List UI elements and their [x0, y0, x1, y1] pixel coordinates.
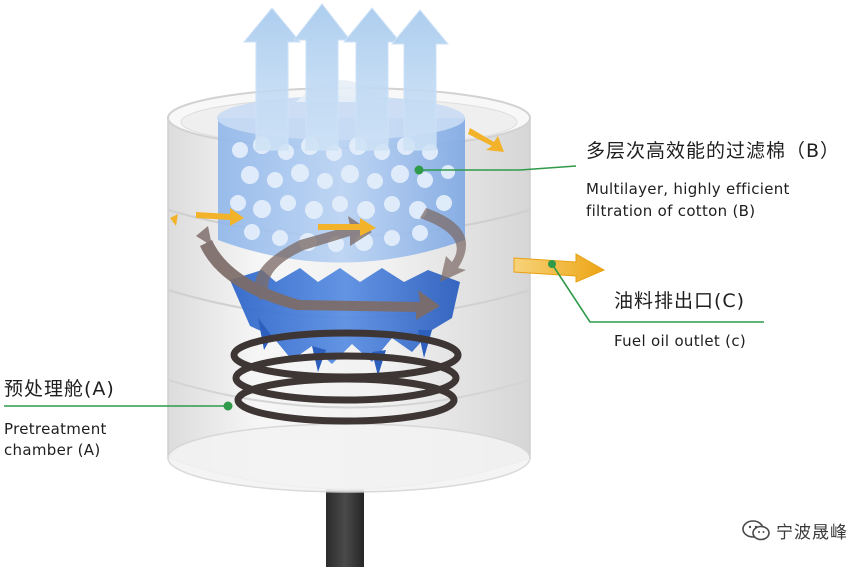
watermark-text: 宁波晟峰 [776, 523, 848, 543]
label-pretreatment-chamber-en-line1: Pretreatment [4, 420, 107, 438]
heating-coil [230, 329, 462, 425]
leader-dots [223, 165, 556, 411]
oil-flow-arrows [170, 128, 504, 236]
outlet-arrow [513, 253, 606, 283]
leader-lines [4, 165, 764, 407]
label-filtration-cotton-en-line2: filtration of cotton (B) [586, 202, 756, 220]
label-pretreatment-chamber-en-line2: chamber (A) [4, 441, 101, 459]
label-fuel-oil-outlet-cn: 油料排出口(C) [614, 290, 746, 312]
label-pretreatment-chamber-cn: 预处理舱(A) [4, 378, 115, 400]
spiral-flow-arrows [196, 208, 467, 320]
label-fuel-oil-outlet-en: Fuel oil outlet (c) [614, 332, 747, 350]
airflow-arrows [242, 3, 450, 151]
label-filtration-cotton-cn: 多层次高效能的过滤棉（B） [586, 140, 841, 162]
wechat-icon [742, 519, 770, 540]
watermark: 宁波晟峰 [742, 518, 848, 543]
label-filtration-cotton-en-line1: Multilayer, highly efficient [586, 180, 790, 198]
impeller [230, 268, 460, 376]
